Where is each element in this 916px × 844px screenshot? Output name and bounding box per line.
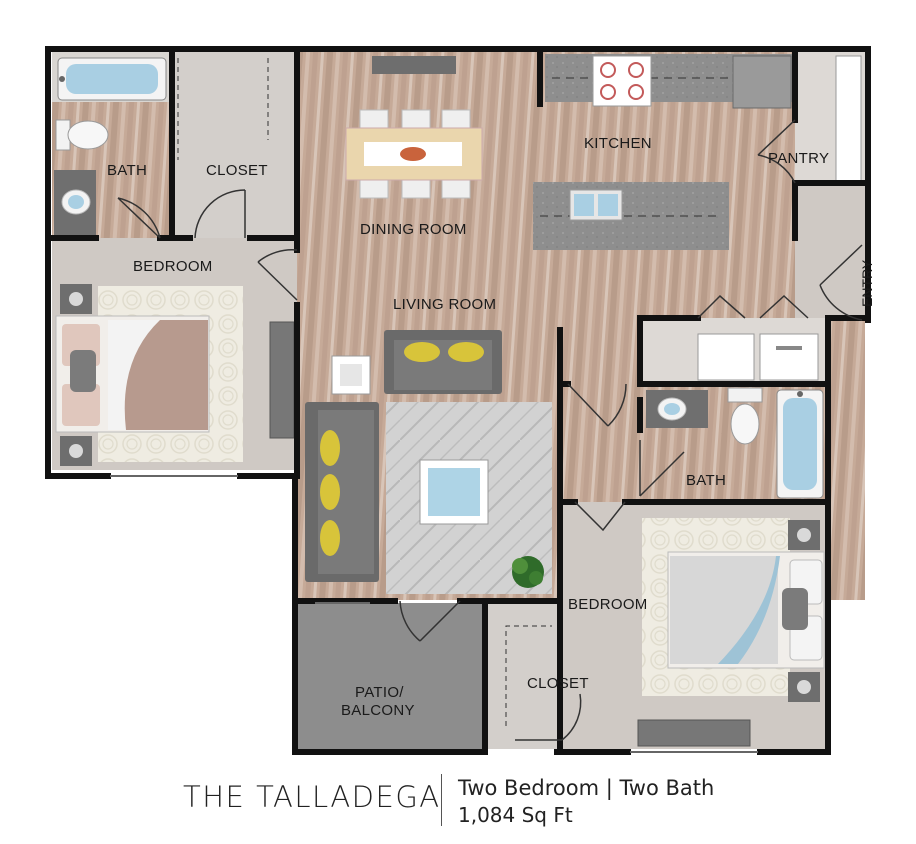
label-bath-1: BATH	[107, 162, 147, 179]
console-table	[372, 56, 456, 74]
footer-divider	[441, 774, 442, 826]
wood-floor-hall	[560, 385, 640, 503]
nightstand-2b	[788, 672, 820, 702]
label-pantry: PANTRY	[768, 150, 829, 167]
label-bedroom-2: BEDROOM	[568, 596, 648, 613]
bathtub-1	[57, 57, 167, 101]
label-bath-2: BATH	[686, 472, 726, 489]
dryer	[759, 333, 819, 381]
washer	[697, 333, 755, 381]
sink-2	[646, 390, 708, 428]
label-kitchen: KITCHEN	[584, 135, 652, 152]
label-closet-2: CLOSET	[527, 675, 589, 692]
kitchen-island	[533, 182, 729, 250]
plan-name: THE TALLADEGA	[183, 780, 441, 814]
plan-type: Two Bedroom | Two Bath	[458, 776, 715, 800]
sink-1	[54, 170, 96, 236]
potted-plant	[512, 556, 544, 588]
plan-footer: THE TALLADEGA Two Bedroom | Two Bath 1,0…	[0, 766, 916, 836]
sofa-left	[305, 402, 379, 582]
dining-table	[345, 127, 483, 181]
label-closet-1: CLOSET	[206, 162, 268, 179]
dresser-1	[269, 321, 295, 439]
label-entry: ENTRY	[859, 259, 875, 307]
plan-size: 1,084 Sq Ft	[458, 803, 573, 827]
windows	[110, 475, 758, 753]
closet-2-shelf	[505, 625, 552, 726]
label-patio-line1: PATIO/	[355, 684, 404, 701]
label-bedroom-1: BEDROOM	[133, 258, 213, 275]
label-dining-room: DINING ROOM	[360, 221, 467, 238]
doors	[117, 119, 863, 741]
side-table	[331, 355, 371, 395]
toilet-1	[55, 119, 109, 151]
bed-1	[55, 286, 243, 462]
nightstand-1b	[60, 436, 92, 466]
pantry-shelf	[835, 55, 862, 182]
bathtub-2	[776, 389, 824, 499]
nightstand-1a	[60, 284, 92, 314]
patio-floor	[292, 603, 486, 753]
label-living-room: LIVING ROOM	[393, 296, 496, 313]
sofa-top	[384, 330, 502, 394]
stove	[592, 55, 652, 107]
toilet-2	[727, 387, 763, 445]
dresser-2	[637, 719, 751, 747]
label-patio-line2: BALCONY	[341, 702, 415, 719]
closet-2-floor	[486, 603, 560, 749]
dining-chairs	[359, 109, 471, 199]
bed-2	[642, 518, 825, 696]
nightstand-2a	[788, 520, 820, 550]
coffee-table	[419, 459, 489, 525]
entry-floor	[795, 185, 865, 318]
refrigerator	[732, 55, 792, 109]
closet-1-floor	[172, 52, 297, 238]
floor-plan: BATH CLOSET BEDROOM DINING ROOM KITCHEN …	[45, 46, 875, 755]
